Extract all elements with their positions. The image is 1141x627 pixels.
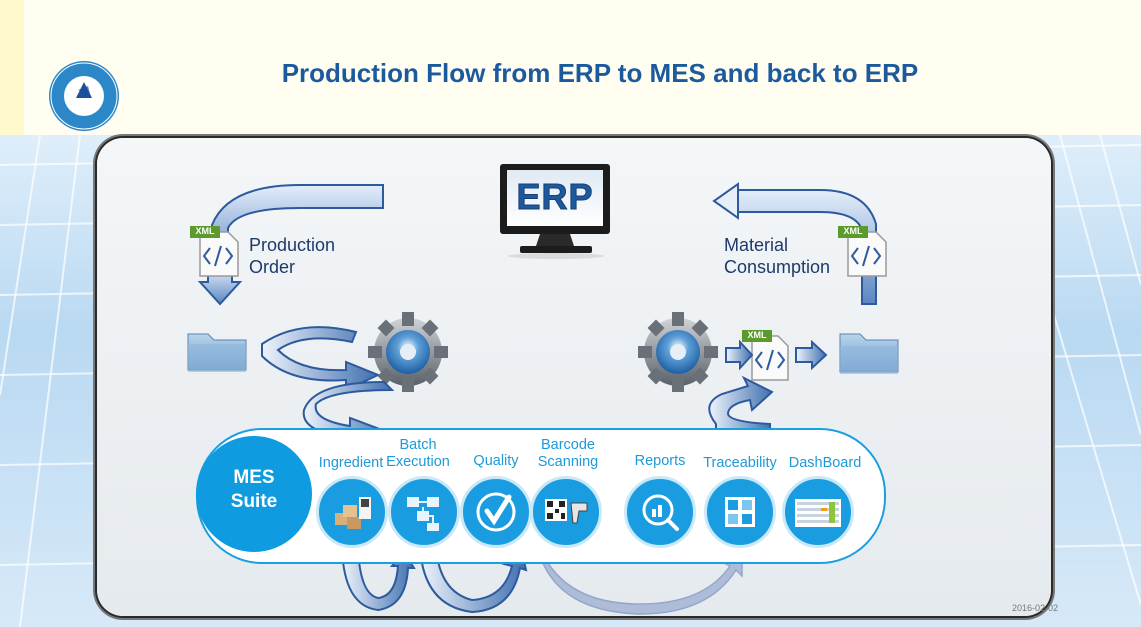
mes-suite-label: MES Suite — [196, 466, 312, 514]
barcode-line1: Barcode — [540, 437, 595, 453]
barcode-scanning-icon — [530, 476, 602, 548]
grid-tracking-icon — [725, 497, 755, 527]
xml-document-icon-middle — [742, 330, 789, 381]
mes-suite-line1: MES — [233, 467, 275, 488]
checkmark-icon — [476, 492, 516, 532]
batch-line2: Execution — [386, 454, 450, 470]
production-order-line2: Order — [249, 257, 296, 277]
production-order-line1: Production — [249, 235, 336, 255]
xml-tag-middle: XML — [747, 330, 767, 340]
material-consumption-line2: Consumption — [724, 257, 831, 277]
document-date-code: 2016-02-02 — [1012, 603, 1059, 613]
folder-to-gear-arrow — [261, 326, 381, 392]
gear-to-xml-arrow — [725, 339, 754, 371]
gear-icon-right — [638, 312, 718, 392]
reports-label: Reports — [634, 453, 686, 469]
traceability-label: Traceability — [703, 455, 777, 471]
xml-tag-right: XML — [843, 226, 863, 236]
folder-icon-left — [187, 333, 247, 372]
barcode-to-traceability-arrow — [539, 550, 743, 615]
material-consumption-line1: Material — [724, 235, 789, 255]
traceability-icon — [704, 476, 776, 548]
folder-icon-right — [839, 333, 899, 374]
consumption-to-erp-arrow — [712, 182, 877, 305]
batch-execution-icon — [388, 476, 460, 548]
xml-to-folder-arrow — [795, 339, 828, 371]
dashboard-label: DashBoard — [788, 455, 862, 471]
page-title: Production Flow from ERP to MES and back… — [281, 58, 919, 88]
computer-monitor-icon — [500, 164, 610, 259]
batch-execution-label: Batch Execution — [384, 437, 452, 471]
reports-icon — [624, 476, 696, 548]
batch-line1: Batch — [399, 437, 437, 453]
qr-scanner-icon — [545, 499, 588, 524]
xml-tag-left: XML — [195, 226, 215, 236]
barcode-scanning-label: Barcode Scanning — [530, 437, 606, 471]
mes-suite-line2: Suite — [230, 491, 278, 512]
dashboard-icon — [782, 476, 854, 548]
dashboard-table-icon — [795, 499, 841, 527]
production-order-label: Production Order — [249, 234, 335, 278]
erp-screen-label: ERP — [516, 176, 594, 218]
magnifier-chart-icon — [642, 494, 679, 531]
material-consumption-label: Material Consumption — [724, 234, 830, 278]
barcode-line2: Scanning — [537, 454, 599, 470]
gear-icon-left — [368, 312, 448, 392]
quality-label: Quality — [473, 453, 519, 469]
flowchart-icon — [407, 497, 439, 531]
ingredient-icon — [316, 476, 388, 548]
mes-suite-circle — [196, 436, 312, 552]
tetra-pak-logo — [49, 61, 119, 131]
xml-document-icon-left — [190, 226, 239, 277]
quality-icon — [460, 476, 532, 548]
boxes-icon — [335, 497, 371, 529]
xml-document-icon-right — [838, 226, 887, 277]
mes-to-gear-arrow — [708, 375, 774, 433]
ingredient-label: Ingredient — [318, 455, 384, 471]
